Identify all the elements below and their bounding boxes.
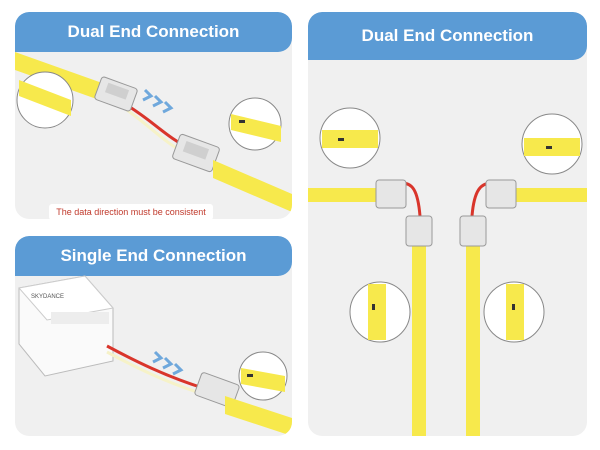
zoom-circle-right [228, 97, 282, 151]
connector-left [94, 76, 138, 112]
zoom-circle-bottom-right [483, 281, 545, 343]
zoom-circle-top-right [521, 113, 583, 175]
zoom-circle [238, 351, 288, 401]
zoom-circle-bottom-left [349, 281, 411, 343]
led-strip [225, 396, 292, 436]
panel-title: Dual End Connection [15, 12, 292, 52]
dual-end-illustration [15, 52, 292, 212]
controller-box [18, 275, 114, 377]
white-wire [106, 350, 204, 396]
panel-title: Single End Connection [15, 236, 292, 276]
panel-single-end-bottom-left: Single End Connection SKYDANCE [15, 236, 292, 436]
zoom-circle-top-left [319, 107, 381, 169]
corner-connection-illustration [308, 107, 587, 436]
led-strip-right-horizontal [514, 188, 587, 202]
led-strip-right [213, 160, 292, 212]
led-strip-left-vertical [412, 244, 426, 436]
single-end-illustration: SKYDANCE [18, 275, 292, 436]
led-strip-left-horizontal [308, 188, 380, 202]
connector-top-right [485, 179, 517, 209]
data-direction-note: The data direction must be consistent [49, 204, 213, 219]
panel-dual-end-top-left: Dual End Connection [15, 12, 292, 219]
connector-right [172, 133, 220, 173]
led-strip-right-vertical [466, 244, 480, 436]
panel-title: Dual End Connection [308, 12, 587, 60]
red-wire [106, 344, 204, 390]
direction-arrows [142, 88, 174, 114]
panel-dual-end-right: Dual End Connection [308, 12, 587, 436]
direction-arrows [152, 350, 184, 376]
connector-bottom-left [405, 215, 433, 247]
connector-top-left [375, 179, 407, 209]
controller-brand-label: SKYDANCE [31, 294, 64, 300]
connector-bottom-right [459, 215, 487, 247]
zoom-circle-left [16, 71, 74, 129]
